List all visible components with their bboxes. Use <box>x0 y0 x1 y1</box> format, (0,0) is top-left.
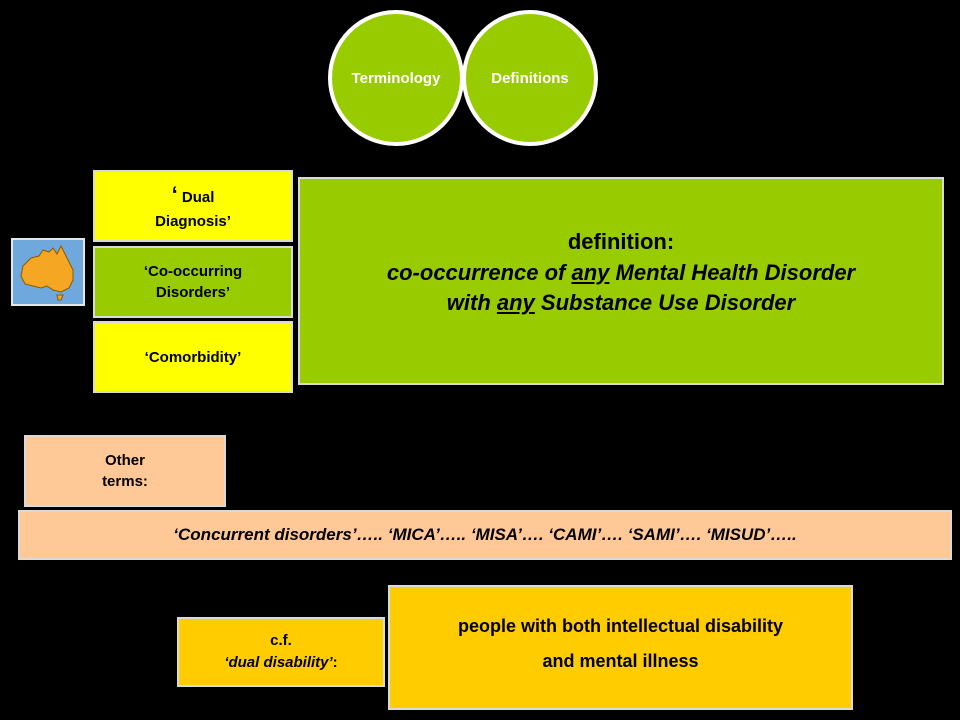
cf-line1: c.f. <box>270 632 292 650</box>
dual-disability-line2: and mental illness <box>542 650 699 671</box>
definition-line2-a: with <box>446 290 497 316</box>
definition-heading: definition: <box>567 228 675 254</box>
comorbidity-box: ‘Comorbidity’ <box>93 321 293 393</box>
dual-disability-line1: people with both intellectual disability <box>457 616 784 637</box>
definition-box: definition: co-occurrence of any Mental … <box>298 177 944 385</box>
definition-line1-any: any <box>571 259 610 285</box>
cf-line2: ‘dual disability’: <box>224 652 337 674</box>
definition-line2: with any Substance Use Disorder <box>447 288 795 319</box>
co-occurring-line1: ‘Co-occurring <box>143 263 243 280</box>
definition-line2-any: any <box>496 290 535 316</box>
dual-diagnosis-line1: Dual <box>181 189 215 207</box>
dual-disability-description-box: people with both intellectual disability… <box>388 585 853 710</box>
other-terms-label-box: Other terms: <box>24 435 226 507</box>
cf-dual-disability-term: ‘dual disability’ <box>224 654 333 671</box>
definition-line1-a: co-occurrence of <box>386 259 572 285</box>
cf-dual-disability-box: c.f. ‘dual disability’: <box>177 617 385 687</box>
other-terms-line2: terms: <box>102 473 148 490</box>
definition-line1-b: Mental Health Disorder <box>609 259 856 285</box>
definitions-label: Definitions <box>491 69 569 87</box>
dual-diagnosis-box: ‘ Dual Diagnosis’ <box>93 170 293 242</box>
other-terms-list: ‘Concurrent disorders’….. ‘MICA’….. ‘MIS… <box>173 525 797 544</box>
definitions-circle: Definitions <box>462 10 598 146</box>
cf-colon: : <box>332 654 338 671</box>
australia-map-icon <box>11 238 85 306</box>
definition-line2-b: Substance Use Disorder <box>534 290 796 316</box>
definition-line1: co-occurrence of any Mental Health Disor… <box>387 258 855 289</box>
other-terms-line1: Other <box>104 452 145 469</box>
terminology-label: Terminology <box>351 69 441 87</box>
dual-diagnosis-open-quote: ‘ <box>171 182 178 208</box>
comorbidity-label: ‘Comorbidity’ <box>144 348 242 366</box>
dual-diagnosis-line2: Diagnosis’ <box>155 212 231 230</box>
co-occurring-box: ‘Co-occurring Disorders’ <box>93 246 293 318</box>
other-terms-list-box: ‘Concurrent disorders’….. ‘MICA’….. ‘MIS… <box>18 510 952 560</box>
co-occurring-line2: Disorders’ <box>155 284 231 301</box>
terminology-circle: Terminology <box>328 10 464 146</box>
